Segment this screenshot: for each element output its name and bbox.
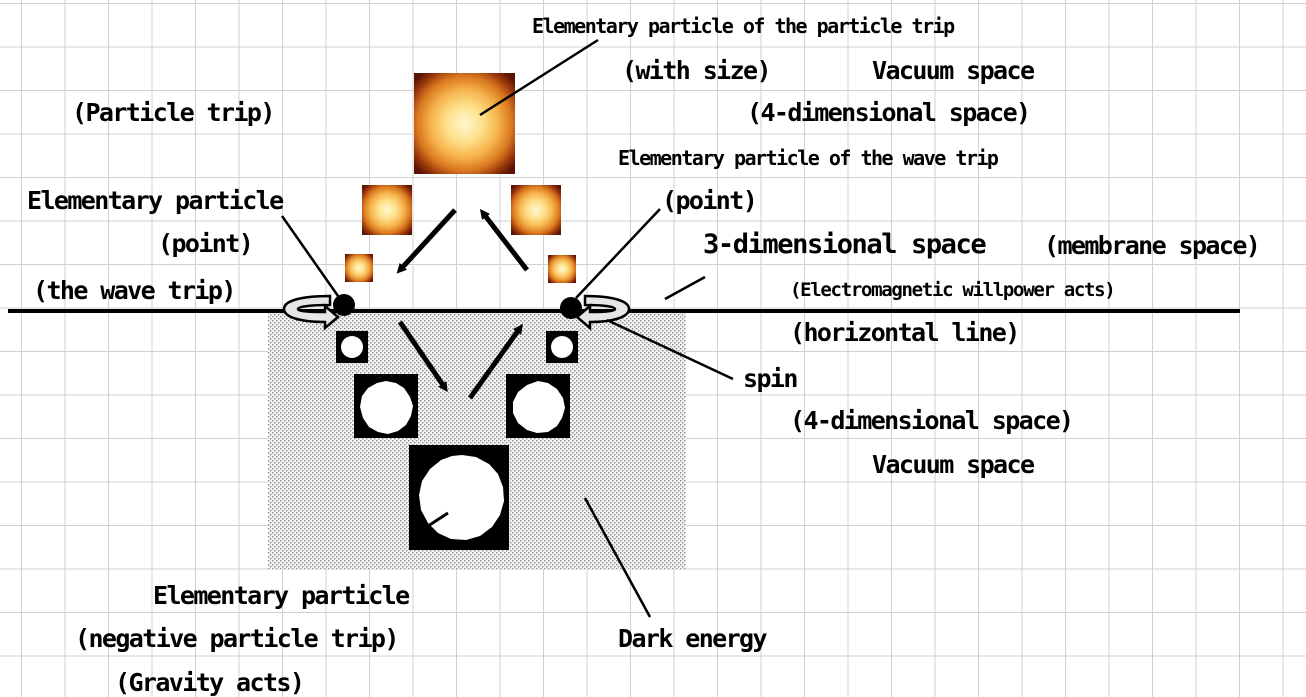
label-vacuum-space-bottom: Vacuum space bbox=[872, 450, 1035, 479]
negative-particle-small-left bbox=[341, 336, 363, 358]
trajectory-arrows bbox=[396, 208, 529, 400]
label-gravity-acts: (Gravity acts) bbox=[115, 668, 305, 697]
negative-particle-small-right bbox=[551, 336, 573, 358]
label-elementary-particle-of-wave-trip: Elementary particle of the wave trip bbox=[618, 146, 999, 170]
label-horizontal-line: (horizontal line) bbox=[790, 318, 1020, 347]
label-3-dimensional-space: 3-dimensional space bbox=[703, 229, 987, 260]
label-membrane-space: (membrane space) bbox=[1044, 231, 1261, 260]
label-elementary-particle-bottom: Elementary particle bbox=[153, 581, 410, 610]
label-4-dimensional-space-top: (4-dimensional space) bbox=[747, 98, 1031, 127]
particle-square-small-right bbox=[548, 255, 576, 283]
label-point-left: (point) bbox=[158, 229, 254, 258]
particle-square-mid-left bbox=[362, 185, 412, 235]
particle-square-mid-right bbox=[511, 185, 561, 235]
particle-square-large bbox=[414, 73, 515, 174]
point-particle-left bbox=[333, 294, 355, 316]
label-elementary-particle-left: Elementary particle bbox=[27, 186, 284, 215]
label-dark-energy: Dark energy bbox=[618, 624, 768, 653]
label-elementary-particle-of-particle-trip: Elementary particle of the particle trip bbox=[532, 14, 955, 38]
point-particle-right bbox=[560, 297, 582, 319]
label-negative-particle-trip: (negative particle trip) bbox=[75, 624, 399, 653]
label-particle-trip: (Particle trip) bbox=[72, 98, 275, 127]
label-spin: spin bbox=[743, 364, 798, 393]
particle-square-small-left bbox=[345, 254, 373, 282]
spin-arrow-left bbox=[282, 294, 340, 331]
label-vacuum-space-top: Vacuum space bbox=[872, 56, 1035, 85]
negative-particle-mid-left bbox=[360, 381, 413, 434]
negative-particle-squares bbox=[336, 331, 578, 550]
label-point-right: (point) bbox=[662, 186, 758, 215]
label-the-wave-trip: (the wave trip) bbox=[33, 276, 236, 305]
label-with-size: (with size) bbox=[622, 56, 772, 85]
particle-trip-squares bbox=[345, 73, 576, 283]
leader-lines bbox=[280, 38, 734, 618]
negative-particle-mid-right bbox=[513, 381, 565, 433]
label-electromagnetic-willpower: (Electromagnetic willpower acts) bbox=[790, 279, 1116, 301]
spin-arrow-right bbox=[575, 294, 631, 331]
label-4-dimensional-space-bottom: (4-dimensional space) bbox=[790, 406, 1074, 435]
